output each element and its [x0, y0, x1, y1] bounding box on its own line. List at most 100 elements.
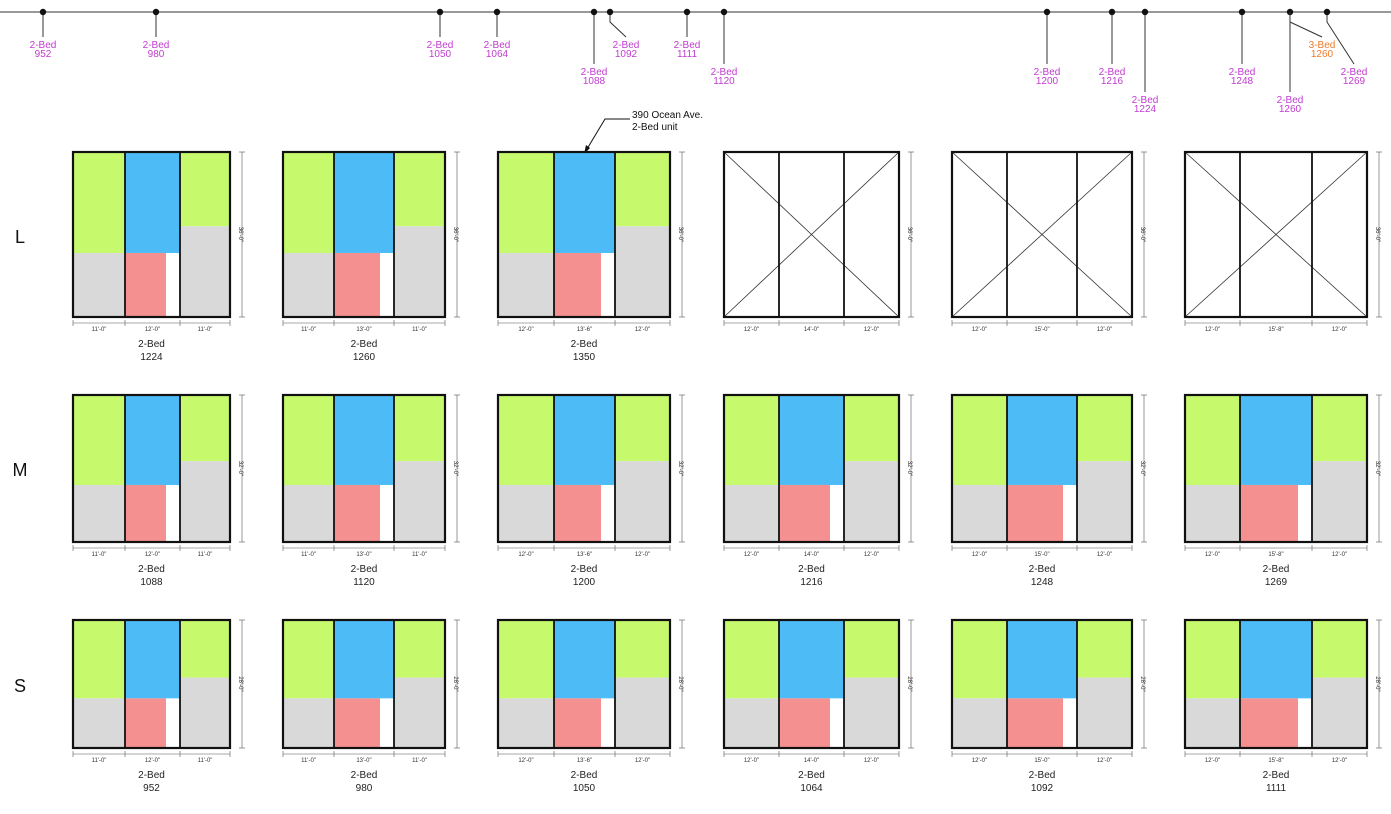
room-green-right: [844, 620, 899, 678]
room-green-left: [952, 395, 1007, 485]
room-blue-center: [554, 152, 615, 253]
dimension-label: 12'-0": [518, 327, 533, 333]
unit-outline: [496, 150, 672, 319]
unit-type-caption: 2-Bed: [571, 339, 598, 350]
dimension-label: 14'-0": [804, 327, 819, 333]
room-pink-center: [334, 252, 380, 317]
unit-type-caption: 2-Bed: [138, 339, 165, 350]
room-green-right: [394, 152, 445, 227]
room-gray-left: [498, 484, 554, 542]
dimension-label: 12'-0": [864, 552, 879, 558]
room-green-right: [615, 620, 670, 678]
unit-outline: [1183, 150, 1369, 319]
scale-label-area: 1260: [1279, 104, 1302, 115]
room-pink-center: [1240, 484, 1298, 542]
dimension-label: 12'-0": [635, 327, 650, 333]
room-blue-center: [334, 152, 394, 253]
scale-label-type: 2-Bed: [1099, 67, 1126, 78]
room-gray-left: [283, 698, 334, 748]
room-blue-center: [334, 620, 394, 699]
depth-label: 28'-0": [237, 676, 243, 691]
depth-label: 32'-0": [237, 461, 243, 476]
scale-dot: [683, 8, 691, 16]
room-pink-center: [334, 698, 380, 748]
depth-label: 36'-0": [237, 227, 243, 242]
scale-label-area: 1088: [583, 76, 606, 87]
unit-area-caption: 1050: [573, 783, 596, 794]
room-gray-right: [1077, 461, 1132, 542]
scale-dot: [493, 8, 501, 16]
room-gray-left: [498, 698, 554, 748]
room-gray-left: [952, 698, 1007, 748]
depth-label: 32'-0": [1139, 461, 1145, 476]
room-gray-right: [1312, 461, 1367, 542]
room-blue-center: [1007, 620, 1077, 699]
dimension-label: 11'-0": [301, 552, 316, 558]
dimension-label: 11'-0": [412, 327, 427, 333]
room-gray-right: [615, 226, 670, 317]
dimension-label: 12'-0": [864, 327, 879, 333]
dimension-label: 12'-0": [635, 758, 650, 764]
dimension-label: 12'-0": [1332, 552, 1347, 558]
room-pink-center: [334, 484, 380, 542]
scale-label-type: 2-Bed: [1229, 67, 1256, 78]
scale-label-area: 1248: [1231, 76, 1254, 87]
room-green-right: [615, 152, 670, 227]
unit-type-caption: 2-Bed: [351, 564, 378, 575]
room-blue-center: [779, 395, 844, 485]
room-blue-center: [334, 395, 394, 485]
dimension-label: 12'-0": [972, 758, 987, 764]
room-gray-right: [1312, 677, 1367, 748]
depth-label: 28'-0": [452, 676, 458, 691]
scale-dot: [39, 8, 47, 16]
dimension-label: 12'-0": [864, 758, 879, 764]
scale-dot: [1238, 8, 1246, 16]
scale-label-area: 1200: [1036, 76, 1059, 87]
scale-label-area: 1216: [1101, 76, 1124, 87]
dimension-label: 11'-0": [412, 758, 427, 764]
unit-area-caption: 980: [356, 783, 373, 794]
dimension-label: 12'-0": [1205, 327, 1220, 333]
scale-dot: [1108, 8, 1116, 16]
depth-label: 36'-0": [906, 227, 912, 242]
dimension-label: 13'-6": [577, 327, 592, 333]
unit-outline: [71, 150, 232, 319]
unit-area-caption: 1111: [1266, 783, 1286, 794]
room-gray-right: [844, 461, 899, 542]
room-gray-left: [73, 252, 125, 317]
room-pink-center: [554, 252, 601, 317]
dimension-label: 13'-6": [577, 758, 592, 764]
unit-row-m: M11'-0"12'-0"11'-0"32'-0"2-Bed108811'-0"…: [13, 393, 1382, 588]
room-pink-center: [1007, 698, 1063, 748]
dimension-label: 11'-0": [198, 758, 213, 764]
scale-label-type: 2-Bed: [674, 40, 701, 51]
depth-label: 32'-0": [452, 461, 458, 476]
unit-area-caption: 952: [143, 783, 160, 794]
room-green-right: [1312, 620, 1367, 678]
room-pink-center: [779, 484, 830, 542]
scale-label-area: 1050: [429, 49, 452, 60]
dimension-label: 11'-0": [198, 552, 213, 558]
unit-outline: [950, 618, 1134, 750]
unit-area-caption: 1248: [1031, 577, 1054, 588]
unit-type-caption: 2-Bed: [798, 564, 825, 575]
room-gray-right: [180, 461, 230, 542]
room-green-left: [724, 395, 779, 485]
scale-label-type: 2-Bed: [613, 40, 640, 51]
room-gray-left: [73, 698, 125, 748]
dimension-label: 11'-0": [92, 552, 107, 558]
room-blue-center: [1240, 620, 1312, 699]
room-gray-left: [1185, 698, 1240, 748]
unit-outline: [281, 393, 447, 544]
scale-label-type: 2-Bed: [581, 67, 608, 78]
scale-label-type: 2-Bed: [1277, 95, 1304, 106]
depth-label: 28'-0": [1374, 676, 1380, 691]
scale-label-type: 3-Bed: [1309, 40, 1336, 51]
room-pink-center: [1007, 484, 1063, 542]
room-gray-left: [952, 484, 1007, 542]
